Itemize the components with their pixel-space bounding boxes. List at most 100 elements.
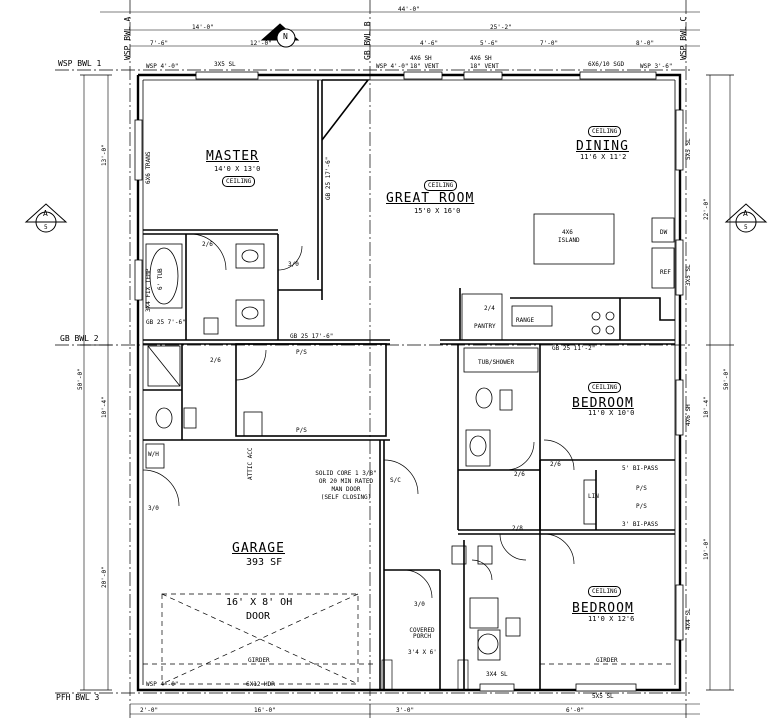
section-marker-right: A xyxy=(743,209,748,218)
section-sheet-left: 5 xyxy=(44,224,48,231)
tub-label: 6' TUB xyxy=(157,268,164,290)
grid-label-b: GB BWL B xyxy=(363,21,372,60)
fire-door-note-line-1: SOLID CORE 1 3/8" xyxy=(315,470,377,477)
window-w2: 4X6 SH xyxy=(410,55,432,62)
door-tag-30: 3/0 xyxy=(148,505,159,512)
window-w4: 6X6/10 SGD xyxy=(588,61,625,68)
bedroom-1-ceiling-tag: CEILING xyxy=(588,382,622,393)
dim-right-2: 19'-0" xyxy=(703,538,710,560)
water-heater-label: W/H xyxy=(148,451,159,458)
window-openings xyxy=(134,71,684,692)
window-w8: 6X6 TRANS xyxy=(145,151,152,184)
attic-access-label: ATTIC ACC xyxy=(247,447,254,480)
fire-door-note-line-3: MAN DOOR xyxy=(331,486,361,493)
door-tag-26d: 2/6 xyxy=(550,461,561,468)
header-h7: GB 25 11'-2" xyxy=(552,345,596,352)
garage-area: 393 SF xyxy=(246,557,283,568)
room-bedroom-1-label: BEDROOM xyxy=(572,396,634,411)
shelf-pole-1: P/S xyxy=(636,485,647,492)
window-w9: 3X4 FIX TEMP xyxy=(145,268,152,312)
dim-top-seg-3: 4'-6" xyxy=(420,40,439,47)
dim-left-2: 10'-4" xyxy=(101,396,108,418)
door-tag-28: 2/8 xyxy=(512,525,523,532)
door-tag-26a: 2/6 xyxy=(202,241,213,248)
dim-left-1: 13'-0" xyxy=(101,144,108,166)
room-bedroom-2-dims: 11'0 X 12'6 xyxy=(588,615,635,623)
room-dining-label: DINING xyxy=(576,139,629,154)
room-bedroom-1-dims: 11'0 X 10'0 xyxy=(588,409,635,417)
dim-top-1: 14'-0" xyxy=(192,24,214,31)
header-vent-2: 18" VENT xyxy=(470,63,499,70)
great-room-ceiling-tag: CEILING xyxy=(424,180,458,191)
dimension-lines xyxy=(80,11,734,715)
bedroom-girder-label: GIRDER xyxy=(596,657,618,664)
island-label: ISLAND xyxy=(558,237,580,244)
dishwasher-label: DW xyxy=(660,229,668,236)
room-bedroom-2-label: BEDROOM xyxy=(572,601,634,616)
dim-top-seg-4: 5'-6" xyxy=(480,40,499,47)
grid-label-2: GB BWL 2 xyxy=(60,334,99,343)
window-w7: 5X5 SL xyxy=(592,693,614,700)
laundry-shelf-2: P/S xyxy=(296,427,307,434)
dim-bottom-2: 3'-0" xyxy=(396,707,415,714)
section-marker-left: A xyxy=(43,209,48,218)
bedroom-2-ceiling-tag: CEILING xyxy=(588,586,622,597)
window-w6: 3X4 SL xyxy=(486,671,508,678)
dim-top-seg-2: 12'-0" xyxy=(250,40,272,47)
room-master-label: MASTER xyxy=(206,149,259,164)
door-tag-26c: 2/6 xyxy=(514,471,525,478)
bypass-closet-1: 5' BI-PASS xyxy=(622,465,659,472)
header-vent-1: 18" VENT xyxy=(410,63,439,70)
window-w3: 4X6 SH xyxy=(470,55,492,62)
room-garage-label: GARAGE xyxy=(232,541,285,556)
section-markers xyxy=(24,23,768,233)
dim-left-3: 20'-0" xyxy=(101,566,108,588)
garage-girder-label: GIRDER xyxy=(248,657,270,664)
grid-label-3: PFH BWL 3 xyxy=(56,693,100,702)
island-size: 4X6 xyxy=(562,229,573,236)
header-h6: GB 25 17'-6" xyxy=(325,156,332,200)
room-pantry-label: PANTRY xyxy=(474,323,496,330)
dim-top-seg-5: 7'-0" xyxy=(540,40,559,47)
dim-bottom-3: 6'-0" xyxy=(566,707,585,714)
dim-right-overall: 50'-0" xyxy=(723,368,730,390)
master-ceiling-tag: CEILING xyxy=(222,176,256,187)
fire-door-note: SOLID CORE 1 3/8" OR 20 MIN RATED MAN DO… xyxy=(306,470,386,502)
door-tag-30c: 3/0 xyxy=(414,601,425,608)
door-swings xyxy=(142,233,575,599)
window-w13: 4X4 SL xyxy=(685,608,692,630)
self-closing-label: S/C xyxy=(390,477,401,484)
window-w1: 3X5 SL xyxy=(214,61,236,68)
header-h11: WSP 4'-0" xyxy=(146,681,179,688)
dim-right-1: 22'-0" xyxy=(703,198,710,220)
room-dining-dims: 11'6 X 11'2 xyxy=(580,153,627,161)
garage-door-label: DOOR xyxy=(246,611,271,622)
room-covered-porch-label: COVERED PORCH xyxy=(409,627,435,640)
shelf-pole-2: P/S xyxy=(636,503,647,510)
fixtures xyxy=(145,213,675,661)
door-tag-26b: 2/6 xyxy=(210,357,221,364)
refrigerator-label: REF xyxy=(660,269,671,276)
room-covered-porch-dims: 3'4 X 6' xyxy=(408,649,437,656)
room-great-room-dims: 15'0 X 16'0 xyxy=(414,207,461,215)
dim-bottom-overall: 16'-0" xyxy=(254,707,276,714)
bypass-closet-2: 3' BI-PASS xyxy=(622,521,659,528)
room-tub-shower-label: TUB/SHOWER xyxy=(478,359,515,366)
dining-ceiling-tag: CEILING xyxy=(588,126,622,137)
north-arrow-icon: N xyxy=(283,32,288,41)
header-h1: WSP 4'-0" xyxy=(146,63,179,70)
garage-door-size: 16' X 8' OH xyxy=(226,597,293,608)
porch-steps xyxy=(381,659,469,691)
linen-label: LIN xyxy=(588,493,599,500)
header-h10: 6X12 HDR xyxy=(246,681,275,688)
window-w11: 3X5 SL xyxy=(685,264,692,286)
garage-door-outline xyxy=(143,593,675,685)
dim-top-seg-6: 8'-0" xyxy=(636,40,655,47)
header-h2: WSP 4'-0" xyxy=(376,63,409,70)
grid-label-c: WSP BWL C xyxy=(679,16,688,60)
fire-door-note-line-4: (SELF CLOSING) xyxy=(320,494,372,501)
dim-right-3: 10'-4" xyxy=(703,396,710,418)
window-w10: 5X5 SL xyxy=(685,138,692,160)
dim-top-seg-1: 7'-6" xyxy=(150,40,169,47)
